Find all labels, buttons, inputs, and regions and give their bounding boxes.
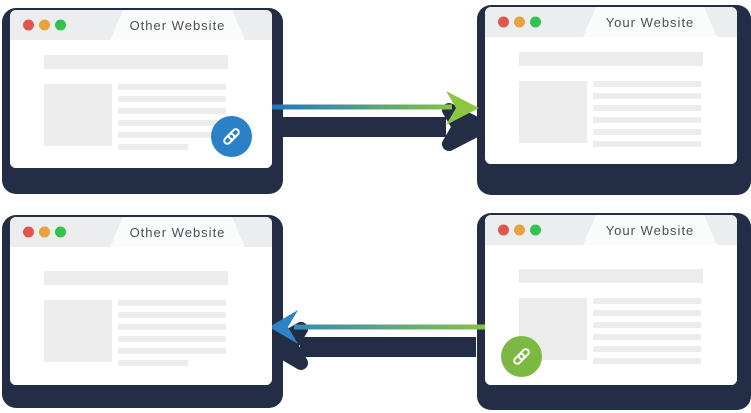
arrow-right-head-icon (446, 91, 479, 125)
page-content (10, 40, 272, 168)
placeholder-image (44, 84, 112, 146)
placeholder-line (593, 105, 701, 111)
traffic-lights (498, 224, 541, 236)
browser-window-other-website-bottom: Other Website (10, 217, 272, 385)
tab-title: Your Website (605, 222, 695, 238)
arrow-left-head-icon (269, 310, 298, 344)
placeholder-line (118, 336, 226, 342)
placeholder-line (593, 310, 701, 316)
green-dot-icon (55, 19, 66, 31)
placeholder-line (593, 117, 701, 123)
green-dot-icon (55, 226, 66, 238)
placeholder-line (593, 334, 701, 340)
yellow-dot-icon (39, 19, 50, 31)
placeholder-line (118, 312, 226, 318)
green-dot-icon (530, 224, 541, 236)
browser-window-your-website-top: Your Website (485, 7, 737, 164)
placeholder-line (118, 108, 226, 114)
placeholder-line (118, 324, 226, 330)
tab-title: Your Website (605, 14, 695, 30)
placeholder-heading (44, 271, 228, 285)
window-titlebar: Other Website (10, 10, 272, 40)
placeholder-text-lines (118, 84, 228, 156)
traffic-lights (498, 16, 541, 28)
placeholder-line (593, 93, 701, 99)
green-link-badge (501, 336, 542, 377)
placeholder-heading (519, 269, 703, 283)
placeholder-line (118, 348, 226, 354)
placeholder-line (118, 300, 226, 306)
placeholder-text-lines (118, 300, 228, 372)
placeholder-text-lines (593, 81, 703, 153)
placeholder-line (118, 120, 226, 126)
placeholder-line (118, 132, 226, 138)
arrow-right (272, 91, 479, 125)
placeholder-line (593, 298, 701, 304)
tab-title: Other Website (129, 17, 226, 33)
red-dot-icon (498, 224, 509, 236)
placeholder-heading (519, 52, 703, 66)
browser-window-other-website-top: Other Website (10, 10, 272, 168)
yellow-dot-icon (514, 16, 525, 28)
window-titlebar: Your Website (485, 7, 737, 37)
browser-window-your-website-bottom: Your Website (485, 215, 737, 385)
placeholder-line (593, 322, 701, 328)
red-dot-icon (498, 16, 509, 28)
page-content (485, 245, 737, 385)
placeholder-heading (44, 55, 228, 69)
chain-link-icon (513, 348, 530, 365)
browser-tab: Your Website (583, 7, 717, 37)
placeholder-line (118, 144, 188, 150)
yellow-dot-icon (514, 224, 525, 236)
arrow-left (269, 310, 500, 344)
placeholder-image (519, 81, 587, 143)
placeholder-line (118, 360, 188, 366)
placeholder-image (44, 300, 112, 362)
red-dot-icon (23, 19, 34, 31)
page-content (485, 37, 737, 164)
red-dot-icon (23, 226, 34, 238)
yellow-dot-icon (39, 226, 50, 238)
page-content (10, 247, 272, 385)
traffic-lights (23, 226, 66, 238)
window-titlebar: Other Website (10, 217, 272, 247)
chain-link-icon (223, 128, 240, 145)
placeholder-line (593, 358, 701, 364)
placeholder-line (118, 84, 226, 90)
window-titlebar: Your Website (485, 215, 737, 245)
blue-link-badge (211, 116, 252, 157)
placeholder-line (118, 96, 226, 102)
placeholder-line (593, 346, 701, 352)
browser-tab: Other Website (110, 10, 245, 40)
placeholder-line (593, 141, 701, 147)
placeholder-line (593, 81, 701, 87)
browser-tab: Your Website (583, 215, 717, 245)
tab-title: Other Website (129, 224, 226, 240)
placeholder-line (593, 129, 701, 135)
traffic-lights (23, 19, 66, 31)
placeholder-text-lines (593, 298, 703, 370)
browser-tab: Other Website (110, 217, 245, 247)
green-dot-icon (530, 16, 541, 28)
